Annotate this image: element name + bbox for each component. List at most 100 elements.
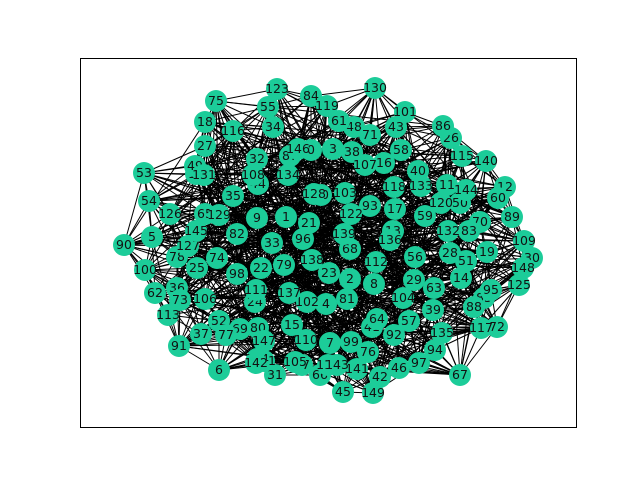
edge-54-133 xyxy=(148,185,422,202)
graph-node-145: 145 xyxy=(184,220,208,242)
graph-node-115: 115 xyxy=(450,145,474,167)
graph-node-19: 19 xyxy=(476,241,498,263)
graph-node-18: 18 xyxy=(194,111,216,133)
node-circle-8 xyxy=(363,273,385,295)
node-label-62: 62 xyxy=(147,285,163,300)
node-label-79: 79 xyxy=(276,257,292,272)
node-circle-64 xyxy=(366,308,388,330)
graph-node-77: 77 xyxy=(215,324,237,346)
node-label-9: 9 xyxy=(253,210,261,225)
graph-node-14: 14 xyxy=(450,267,472,289)
node-label-64: 64 xyxy=(369,311,385,326)
node-circle-16 xyxy=(373,152,395,174)
node-label-38: 38 xyxy=(344,144,360,159)
node-label-147: 147 xyxy=(252,333,276,348)
node-circle-54 xyxy=(138,190,160,212)
node-circle-101 xyxy=(394,101,416,123)
node-label-128: 128 xyxy=(302,186,326,201)
node-circle-107 xyxy=(354,154,376,176)
graph-node-103: 103 xyxy=(333,182,357,204)
graph-node-54: 54 xyxy=(138,190,160,212)
node-circle-142 xyxy=(245,352,267,374)
node-circle-83 xyxy=(458,220,480,242)
node-label-105: 105 xyxy=(283,354,307,369)
node-circle-146 xyxy=(287,138,309,160)
graph-node-97: 97 xyxy=(408,352,430,374)
node-circle-147 xyxy=(253,330,275,352)
graph-node-5: 5 xyxy=(141,226,163,248)
edge-27-53 xyxy=(143,145,206,174)
node-circle-1 xyxy=(275,206,297,228)
graph-node-125: 125 xyxy=(507,274,531,296)
graph-node-133: 133 xyxy=(409,175,433,197)
node-circle-109 xyxy=(513,230,535,252)
node-circle-136 xyxy=(379,229,401,251)
node-label-100: 100 xyxy=(133,262,157,277)
node-label-89: 89 xyxy=(504,209,520,224)
graph-node-117: 117 xyxy=(469,317,493,339)
graph-node-148: 148 xyxy=(511,257,535,279)
node-label-23: 23 xyxy=(321,265,337,280)
graph-node-89: 89 xyxy=(501,206,523,228)
node-label-16: 16 xyxy=(376,155,392,170)
node-circle-71 xyxy=(359,124,381,146)
node-circle-110 xyxy=(295,329,317,351)
node-label-106: 106 xyxy=(193,291,217,306)
node-label-134: 134 xyxy=(276,167,300,182)
node-label-28: 28 xyxy=(442,245,458,260)
node-circle-56 xyxy=(404,246,426,268)
node-label-48: 48 xyxy=(346,119,362,134)
graph-node-107: 107 xyxy=(353,154,377,176)
graph-node-63: 63 xyxy=(423,277,445,299)
edge-37-83 xyxy=(200,230,470,335)
graph-node-146: 146 xyxy=(286,138,310,160)
edge-30-136 xyxy=(389,239,533,259)
node-label-31: 31 xyxy=(267,367,283,382)
graph-node-96: 96 xyxy=(292,228,314,250)
graph-node-4: 4 xyxy=(315,293,337,315)
graph-node-37: 37 xyxy=(190,323,212,345)
node-label-110: 110 xyxy=(294,332,318,347)
edge-32-126 xyxy=(169,158,258,215)
node-label-88: 88 xyxy=(466,299,482,314)
node-circle-125 xyxy=(508,274,530,296)
graph-node-134: 134 xyxy=(276,164,300,186)
node-circle-14 xyxy=(450,267,472,289)
graph-node-126: 126 xyxy=(158,203,182,225)
node-label-119: 119 xyxy=(315,98,339,113)
node-circle-120 xyxy=(430,192,452,214)
node-circle-18 xyxy=(194,111,216,133)
node-label-39: 39 xyxy=(425,302,441,317)
node-label-57: 57 xyxy=(401,313,417,328)
node-circle-104 xyxy=(392,287,414,309)
node-circle-79 xyxy=(273,254,295,276)
graph-node-61: 61 xyxy=(328,110,350,132)
node-circle-5 xyxy=(141,226,163,248)
node-circle-84 xyxy=(300,85,322,107)
node-label-74: 74 xyxy=(209,250,225,265)
node-label-32: 32 xyxy=(249,151,265,166)
graph-node-56: 56 xyxy=(404,246,426,268)
node-label-77: 77 xyxy=(218,327,234,342)
node-label-55: 55 xyxy=(260,99,276,114)
node-label-135: 135 xyxy=(430,325,454,340)
node-label-97: 97 xyxy=(411,355,427,370)
node-circle-22 xyxy=(250,257,272,279)
node-label-43: 43 xyxy=(388,119,404,134)
node-label-131: 131 xyxy=(192,167,216,182)
axes-frame xyxy=(80,58,577,428)
graph-node-55: 55 xyxy=(257,96,279,118)
node-label-42: 42 xyxy=(372,369,388,384)
node-label-0: 0 xyxy=(307,142,315,157)
node-circle-6 xyxy=(208,359,230,381)
node-label-148: 148 xyxy=(511,260,535,275)
edge-28-128 xyxy=(313,193,451,254)
edge-53-65 xyxy=(143,172,206,215)
node-circle-128 xyxy=(303,183,325,205)
graph-node-81: 81 xyxy=(336,288,358,310)
node-circle-62 xyxy=(144,282,166,304)
graph-node-91: 91 xyxy=(168,335,190,357)
node-label-116: 116 xyxy=(221,123,245,138)
node-circle-131 xyxy=(193,164,215,186)
graph-node-23: 23 xyxy=(318,262,340,284)
